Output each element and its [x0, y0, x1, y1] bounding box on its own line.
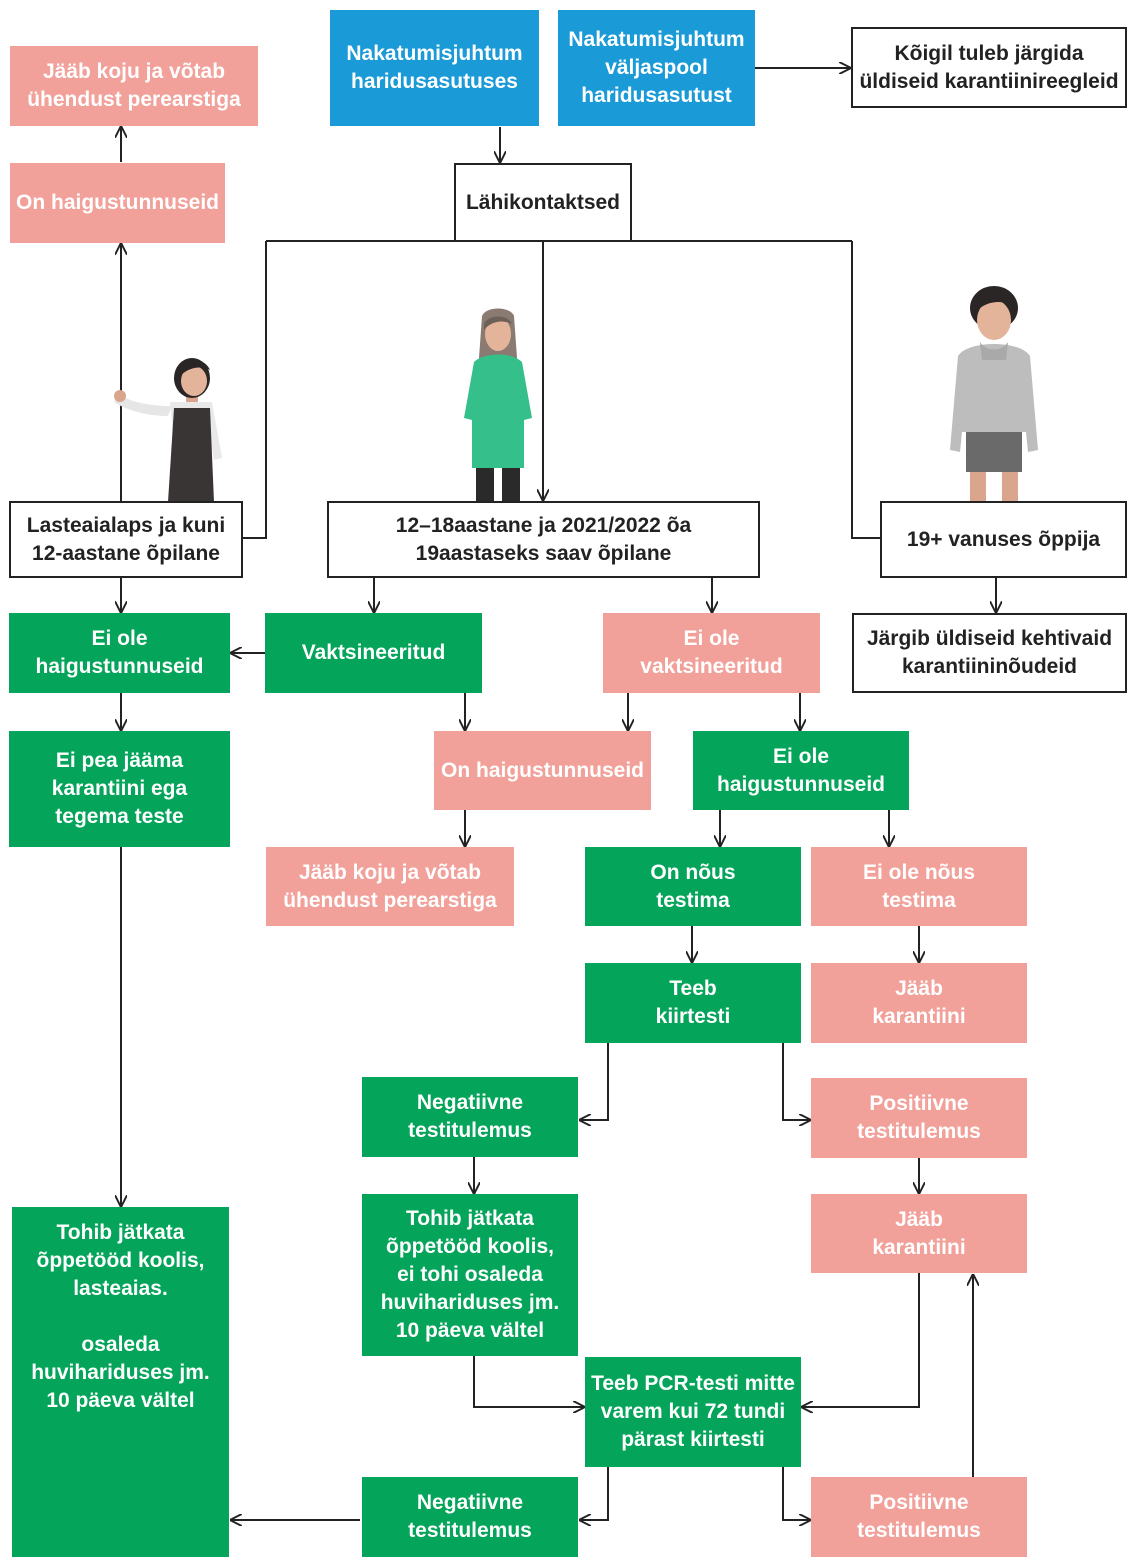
- node-not-vaccinated: Ei ole vaktsineeritud: [603, 613, 820, 693]
- node-continue-child: Tohib jätkata õppetööd koolis, lasteaias…: [12, 1207, 229, 1557]
- link-quarantine-to-pcr: [802, 1273, 920, 1407]
- link-continue-to-pcr: [473, 1356, 584, 1407]
- link-contacts-to-adult: [851, 241, 880, 539]
- link-pcr-to-negative: [580, 1467, 609, 1520]
- young-adult-figure: [950, 286, 1038, 502]
- node-continue-teen: Tohib jätkata õppetööd koolis, ei tohi o…: [362, 1194, 578, 1356]
- link-rapid-to-positive: [782, 1043, 810, 1120]
- node-symptoms-mid: On haigustunnuseid: [434, 731, 651, 810]
- node-case-in-school: Nakatumisjuhtum haridusasutuses: [330, 10, 539, 126]
- node-positive-2: Positiivne testitulemus: [811, 1477, 1027, 1557]
- node-stay-home-top: Jääb koju ja võtab ühendust perearstiga: [10, 46, 258, 126]
- node-agrees-test: On nõus testima: [585, 847, 801, 926]
- node-positive-1: Positiivne testitulemus: [811, 1078, 1027, 1158]
- node-no-symptoms-left: Ei ole haigustunnuseid: [9, 613, 230, 693]
- teen-figure: [464, 308, 532, 502]
- node-close-contacts: Lähikontaktsed: [454, 163, 632, 242]
- node-symptoms-top: On haigustunnuseid: [10, 163, 225, 243]
- link-pcr-to-positive: [782, 1467, 810, 1520]
- node-pcr-test: Teeb PCR-testi mitte varem kui 72 tundi …: [585, 1357, 801, 1467]
- node-no-quarantine: Ei pea jääma karantiini ega tegema teste: [9, 731, 230, 847]
- link-rapid-to-negative: [580, 1043, 609, 1120]
- node-adult-rules: Järgib üldiseid kehtivaid karantiininõud…: [852, 613, 1127, 693]
- node-vaccinated: Vaktsineeritud: [265, 613, 482, 693]
- child-figure: [114, 358, 222, 502]
- node-refuses-test: Ei ole nõus testima: [811, 847, 1027, 926]
- node-negative-2: Negatiivne testitulemus: [362, 1477, 578, 1557]
- node-rapid-test: Teeb kiirtesti: [585, 963, 801, 1043]
- node-stay-home-mid: Jääb koju ja võtab ühendust perearstiga: [266, 847, 514, 926]
- link-contacts-to-child: [243, 241, 267, 539]
- node-quarantine-2: Jääb karantiini: [811, 1194, 1027, 1273]
- node-group-teen: 12–18aastane ja 2021/2022 õa 19aastaseks…: [327, 501, 760, 578]
- node-quarantine-1: Jääb karantiini: [811, 963, 1027, 1043]
- node-group-child: Lasteaialaps ja kuni 12-aastane õpilane: [9, 501, 243, 578]
- node-general-quarantine: Kõigil tuleb järgida üldiseid karantiini…: [851, 27, 1127, 108]
- node-case-outside-school: Nakatumisjuhtum väljaspool haridusasutus…: [558, 10, 755, 126]
- node-negative-1: Negatiivne testitulemus: [362, 1077, 578, 1157]
- node-no-symptoms-right: Ei ole haigustunnuseid: [693, 731, 909, 810]
- node-group-adult: 19+ vanuses õppija: [880, 501, 1127, 578]
